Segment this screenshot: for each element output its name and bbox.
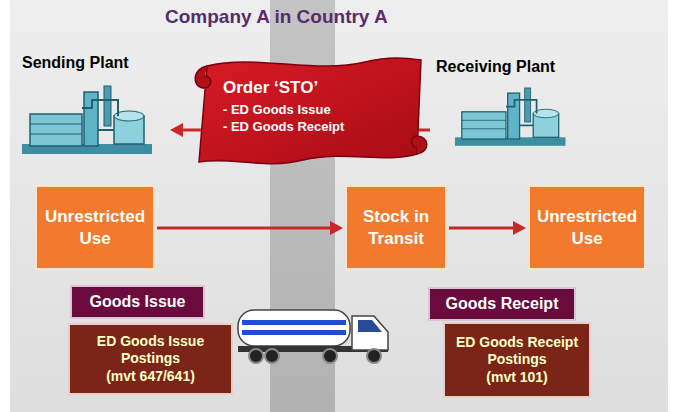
- stock-box: Stock in Transit: [345, 185, 447, 270]
- flow-arrow: [157, 221, 343, 235]
- plant-area: Sending Plant: [18, 52, 168, 160]
- arrow-head: [170, 123, 183, 137]
- step-box: Goods Issue: [70, 285, 205, 319]
- node-text: (mvt 101): [486, 369, 547, 387]
- node-text: Sending Plant: [22, 54, 164, 72]
- plant-area: Receiving Plant: [432, 56, 582, 160]
- posting-box: ED Goods Receipt Postings(mvt 101): [443, 322, 591, 398]
- factory-illustration: [22, 86, 152, 154]
- node-text: ED Goods Receipt Postings: [451, 334, 583, 369]
- order-scroll: Order ‘STO’ - ED Goods Issue- ED Goods Re…: [185, 52, 430, 170]
- node-text: - ED Goods Issue: [223, 102, 420, 119]
- diagram-title: Company A in Country A: [165, 6, 388, 28]
- stock-box: Unrestricted Use: [528, 185, 646, 270]
- node-text: Receiving Plant: [436, 58, 578, 76]
- posting-box: ED Goods Issue Postings(mvt 647/641): [68, 323, 233, 395]
- flow-arrow: [449, 221, 526, 235]
- node-text: ED Goods Issue Postings: [76, 333, 225, 368]
- node-text: - ED Goods Receipt: [223, 119, 420, 136]
- factory-illustration: [455, 88, 566, 146]
- tanker-truck: [238, 310, 388, 363]
- arrow-head: [330, 221, 343, 235]
- stock-box: Unrestricted Use: [35, 185, 155, 270]
- node-text: Unrestricted Use: [43, 206, 147, 249]
- arrow-line: [157, 227, 331, 230]
- node-text: Goods Receipt: [446, 295, 559, 313]
- node-text: Stock in Transit: [353, 206, 439, 249]
- arrow-head: [513, 221, 526, 235]
- arrow-line: [449, 227, 514, 230]
- node-text: Order ‘STO’: [223, 78, 420, 98]
- node-text: Unrestricted Use: [536, 206, 638, 249]
- node-text: (mvt 647/641): [106, 368, 195, 386]
- step-box: Goods Receipt: [428, 287, 576, 321]
- node-text: Goods Issue: [89, 293, 185, 311]
